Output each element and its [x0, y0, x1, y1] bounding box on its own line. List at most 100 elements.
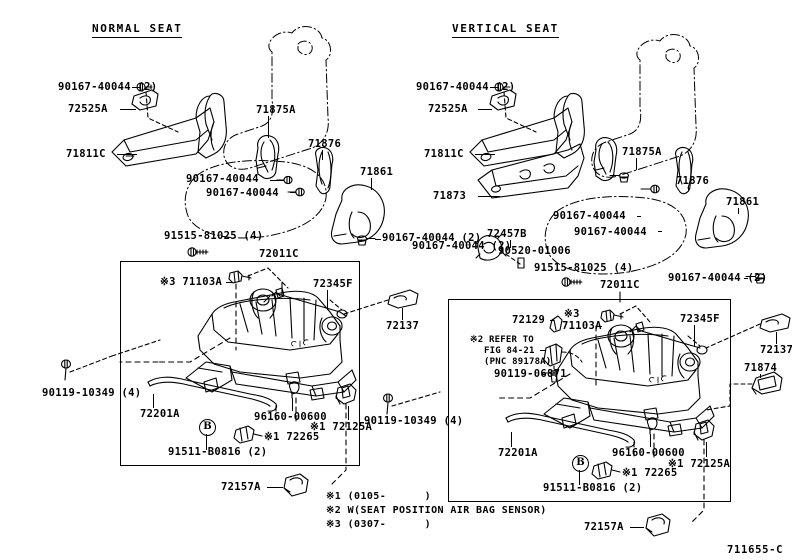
label-normal-71103A: ※3 71103A	[160, 276, 223, 288]
label-normal-bolt-right: 90167-40044 (2)	[382, 232, 482, 244]
label-vertical-bolt-top: 90167-40044 (2)	[416, 81, 516, 93]
leader-vertical-72525A	[478, 109, 492, 110]
label-vertical-sensor-note-2: FIG 84-21	[484, 346, 535, 356]
leader-normal-71876	[322, 150, 323, 160]
label-vertical-71873: 71873	[433, 190, 467, 202]
leader-normal-71103A	[226, 282, 232, 283]
leader-vertical-71103A	[598, 326, 602, 327]
vertical-seat-assembly-box	[448, 299, 731, 502]
leader-vertical-sensor-note	[540, 350, 546, 351]
footnote-1: ※1 (0105- )	[326, 491, 432, 502]
label-vertical-71103A: 71103A	[562, 320, 602, 332]
label-normal-72345F: 72345F	[313, 278, 353, 290]
leader-normal-bolt-top	[132, 87, 141, 88]
leader-vertical-71873	[478, 196, 500, 197]
leader-vertical-72157A	[630, 527, 644, 528]
label-vertical-bolt-mid2: 90167-40044	[574, 226, 647, 238]
leader-normal-71861	[371, 178, 372, 190]
leader-normal-circle-b	[206, 434, 207, 450]
label-vertical-bolt-left-pair: 90167-40044 (2)	[412, 240, 512, 252]
label-vertical-72457B: 72457B	[487, 228, 527, 240]
leader-vertical-circle-b	[579, 470, 580, 485]
label-normal-72157A: 72157A	[221, 481, 261, 493]
label-vertical-sensor-note-3: (PNC 89178A)	[484, 357, 552, 367]
leader-vertical-72137	[776, 332, 777, 344]
label-normal-71875A: 71875A	[256, 104, 296, 116]
label-vertical-90119-10349: 90119-10349 (4)	[364, 415, 464, 427]
label-vertical-72201A: 72201A	[498, 447, 538, 459]
leader-vertical-71861	[738, 208, 739, 214]
leader-vertical-71875A	[636, 158, 637, 170]
leader-vertical-72129	[550, 320, 554, 321]
section-title-normal-seat: NORMAL SEAT	[92, 22, 183, 38]
label-vertical-sensor-note-1: ※2 REFER TO	[470, 335, 534, 345]
label-vertical-star3: ※3	[564, 308, 580, 320]
normal-seat-assembly-box	[120, 261, 360, 466]
label-vertical-90119-06871: 90119-06871	[494, 368, 567, 380]
label-vertical-bolt-mid1: 90167-40044	[553, 210, 626, 222]
section-title-vertical-seat: VERTICAL SEAT	[452, 22, 559, 38]
leader-normal-71875A	[268, 116, 269, 138]
label-normal-72201A: 72201A	[140, 408, 180, 420]
leader-normal-72525A	[120, 109, 136, 110]
leader-vertical-71811C	[475, 154, 495, 155]
leader-vertical-bolt-right-pair	[744, 278, 748, 279]
label-normal-72265: ※1 72265	[264, 431, 320, 443]
label-normal-bolt-mid1: 90167-40044	[186, 173, 259, 185]
label-vertical-72011C: 72011C	[600, 279, 640, 291]
label-normal-72137: 72137	[386, 320, 420, 332]
leader-normal-71811C	[117, 154, 137, 155]
leader-vertical-71876	[688, 187, 689, 191]
normal-circle-b-callout: B	[199, 419, 216, 436]
label-vertical-72137: 72137	[760, 344, 794, 356]
label-vertical-72525A: 72525A	[428, 103, 468, 115]
label-normal-90119: 90119-10349 (4)	[42, 387, 142, 399]
leader-vertical-72125A	[706, 442, 707, 457]
leader-vertical-90119-06871	[542, 374, 546, 375]
footnote-2: ※2 W(SEAT POSITION AIR BAG SENSOR)	[326, 505, 547, 516]
label-normal-72125A: ※1 72125A	[310, 421, 373, 433]
leader-vertical-96160	[650, 434, 651, 447]
label-normal-91511: 91511-B0816 (2)	[168, 446, 268, 458]
label-vertical-71861: 71861	[726, 196, 760, 208]
label-normal-72011C: 72011C	[259, 248, 299, 260]
label-normal-71811C: 71811C	[66, 148, 106, 160]
leader-vertical-71874	[760, 374, 761, 378]
diagram-reference-number: 711655-C	[727, 544, 784, 556]
leader-vertical-bolt-mid2	[658, 231, 662, 232]
leader-vertical-72457B	[510, 240, 511, 248]
label-vertical-bolt-right-pair: 90167-40044 (2)	[668, 272, 768, 284]
label-normal-71876: 71876	[308, 138, 342, 150]
label-vertical-72265: ※1 72265	[622, 467, 678, 479]
leader-normal-72157A	[267, 487, 283, 488]
leader-normal-72345F	[327, 290, 328, 310]
leader-normal-bolt-mid2	[290, 192, 296, 193]
label-vertical-91511: 91511-B0816 (2)	[543, 482, 643, 494]
label-vertical-90520: 90520-01006	[498, 245, 571, 257]
leader-normal-72137	[402, 308, 403, 320]
label-vertical-71874: 71874	[744, 362, 778, 374]
footnote-3: ※3 (0307- )	[326, 519, 432, 530]
label-vertical-96160: 96160-00600	[612, 447, 685, 459]
label-vertical-71876: 71876	[676, 175, 710, 187]
leader-normal-bolt-right	[375, 239, 381, 240]
label-normal-bolt-mid2: 90167-40044	[206, 187, 279, 199]
vertical-circle-b-callout: B	[572, 455, 589, 472]
label-vertical-72345F: 72345F	[680, 313, 720, 325]
leader-normal-72201A	[153, 394, 154, 408]
label-normal-91515: 91515-81025 (4)	[164, 230, 264, 242]
label-normal-72525A: 72525A	[68, 103, 108, 115]
label-vertical-91515: 91515-81025 (4)	[534, 262, 634, 274]
leader-vertical-72345F	[694, 325, 695, 347]
leader-normal-bolt-mid1	[270, 180, 284, 181]
label-vertical-72157A: 72157A	[584, 521, 624, 533]
label-vertical-72129: 72129	[512, 314, 546, 326]
leader-vertical-bolt-top	[490, 87, 499, 88]
leader-vertical-bolt-mid1	[637, 216, 641, 217]
label-normal-bolt-top: 90167-40044 (2)	[58, 81, 158, 93]
label-vertical-72125A: ※1 72125A	[668, 458, 731, 470]
label-vertical-71875A: 71875A	[622, 146, 662, 158]
leader-normal-96160	[292, 398, 293, 411]
label-vertical-71811C: 71811C	[424, 148, 464, 160]
